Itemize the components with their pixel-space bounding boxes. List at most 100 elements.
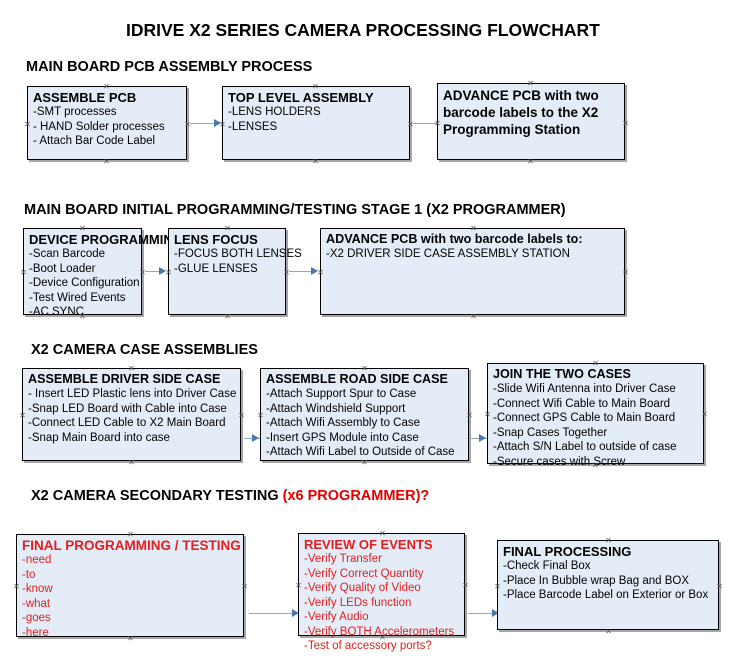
box-title: ADVANCE PCB with two barcode labels to: — [326, 232, 583, 246]
box-line-overflow: -Test of accessory ports? — [304, 640, 432, 652]
process-box-review-of-events[interactable]: REVIEW OF EVENTS -Verify Transfer -Verif… — [295, 530, 465, 652]
connector-arrow-line — [468, 613, 496, 614]
handle-top[interactable] — [128, 365, 135, 372]
handle-bottom[interactable] — [592, 462, 599, 469]
box-content: ASSEMBLE PCB -SMT processes - HAND Solde… — [33, 90, 184, 149]
box-line: -Verify Audio — [304, 611, 369, 623]
box-line: -what — [22, 597, 51, 610]
handle-top[interactable] — [470, 225, 477, 232]
box-line: -Snap LED Board with Cable into Case — [28, 402, 227, 415]
box-line: -Verify LEDs function — [304, 596, 412, 609]
handle-bottom[interactable] — [224, 313, 231, 320]
handle-left[interactable] — [484, 411, 491, 418]
box-title: TOP LEVEL ASSEMBLY — [228, 90, 374, 105]
box-line: - HAND Solder processes — [33, 120, 165, 133]
handle-top[interactable] — [127, 531, 134, 538]
process-box-top-level-assembly[interactable]: TOP LEVEL ASSEMBLY -LENS HOLDERS -LENSES — [222, 86, 410, 160]
box-title: FINAL PROGRAMMING / TESTING — [22, 538, 241, 553]
handle-left[interactable] — [19, 412, 26, 419]
box-line: -Attach Wifi Assembly to Case — [266, 417, 421, 429]
process-box-lens-focus[interactable]: LENS FOCUS -FOCUS BOTH LENSES -GLUE LENS… — [165, 225, 302, 315]
box-title: FINAL PROCESSING — [503, 544, 632, 559]
handle-top[interactable] — [592, 360, 599, 367]
handle-bottom[interactable] — [127, 635, 134, 642]
handle-left[interactable] — [295, 582, 302, 589]
box-line: -Place In Bubble wrap Bag and BOX — [503, 574, 690, 587]
handle-right[interactable] — [462, 582, 469, 589]
handle-right[interactable] — [241, 583, 248, 590]
section-heading-x2-camera-case-assemblies: X2 CAMERA CASE ASSEMBLIES — [31, 342, 258, 358]
connector-arrow-head — [159, 267, 166, 275]
handle-top[interactable] — [605, 537, 612, 544]
box-line: -Verify Quality of Video — [304, 582, 421, 594]
handle-right[interactable] — [622, 269, 629, 276]
handle-top[interactable] — [79, 225, 86, 232]
box-title: ADVANCE PCB with two barcode labels to t… — [443, 88, 599, 137]
process-box-advance-pcb-programming-station[interactable]: ADVANCE PCB with two barcode labels to t… — [437, 83, 625, 160]
handle-right[interactable] — [238, 412, 245, 419]
box-title: JOIN THE TWO CASES — [493, 367, 631, 381]
process-box-final-programming-testing[interactable]: FINAL PROGRAMMING / TESTING -need -to -k… — [13, 531, 244, 640]
handle-right[interactable] — [466, 412, 473, 419]
handle-top[interactable] — [379, 530, 386, 537]
box-title: ASSEMBLE DRIVER SIDE CASE — [28, 372, 221, 386]
box-content: ADVANCE PCB with two barcode labels to t… — [443, 87, 622, 138]
handle-bottom[interactable] — [605, 628, 612, 635]
section-heading-text: X2 CAMERA SECONDARY TESTING — [31, 488, 283, 504]
connector-arrow-head — [292, 609, 299, 617]
handle-left[interactable] — [24, 121, 31, 128]
process-box-assemble-road-side-case[interactable]: ASSEMBLE ROAD SIDE CASE -Attach Support … — [260, 368, 469, 461]
handle-bottom[interactable] — [128, 459, 135, 466]
handle-right[interactable] — [716, 583, 723, 590]
handle-left[interactable] — [13, 583, 20, 590]
handle-bottom[interactable] — [379, 634, 386, 641]
handle-right[interactable] — [701, 411, 708, 418]
handle-left[interactable] — [257, 412, 264, 419]
connector-arrow-head — [492, 609, 499, 617]
handle-bottom[interactable] — [312, 158, 319, 165]
handle-left[interactable] — [165, 269, 172, 276]
box-content: ADVANCE PCB with two barcode labels to: … — [326, 232, 622, 262]
connector-arrow-head — [252, 434, 259, 442]
box-line: -FOCUS BOTH LENSES — [174, 248, 302, 260]
process-box-advance-pcb-driver-side-case[interactable]: ADVANCE PCB with two barcode labels to: … — [320, 228, 625, 315]
process-box-device-programming[interactable]: DEVICE PROGRAMMING -Scan Barcode -Boot L… — [20, 225, 183, 318]
handle-left[interactable] — [20, 269, 27, 276]
handle-bottom[interactable] — [103, 158, 110, 165]
box-content: FINAL PROGRAMMING / TESTING -need -to -k… — [22, 538, 241, 640]
handle-left[interactable] — [434, 120, 441, 127]
handle-top[interactable] — [224, 225, 231, 232]
box-line: -LENSES — [228, 120, 278, 133]
handle-left[interactable] — [219, 121, 226, 128]
handle-left[interactable] — [494, 583, 501, 590]
handle-top[interactable] — [361, 365, 368, 372]
handle-left[interactable] — [317, 269, 324, 276]
connector-arrow-head — [311, 267, 318, 275]
handle-bottom[interactable] — [527, 158, 534, 165]
box-line: - Attach Bar Code Label — [33, 135, 156, 147]
handle-top[interactable] — [103, 83, 110, 90]
box-line: -goes — [22, 612, 51, 624]
box-line: -Connect Wifi Cable to Main Board — [493, 397, 671, 410]
handle-right[interactable] — [622, 120, 629, 127]
connector-arrow-line — [413, 123, 439, 124]
process-box-join-the-two-cases[interactable]: JOIN THE TWO CASES -Slide Wifi Antenna i… — [484, 360, 704, 468]
handle-bottom[interactable] — [79, 313, 86, 320]
box-line: -Insert GPS Module into Case — [266, 431, 419, 444]
box-content: TOP LEVEL ASSEMBLY -LENS HOLDERS -LENSES — [228, 90, 407, 134]
box-content: JOIN THE TWO CASES -Slide Wifi Antenna i… — [493, 367, 701, 469]
handle-top[interactable] — [312, 83, 319, 90]
box-line: -need — [22, 554, 52, 566]
handle-top[interactable] — [527, 80, 534, 87]
process-box-assemble-driver-side-case[interactable]: ASSEMBLE DRIVER SIDE CASE - Insert LED P… — [22, 368, 241, 461]
connector-arrow-head — [214, 119, 221, 127]
handle-bottom[interactable] — [361, 459, 368, 466]
process-box-final-processing[interactable]: FINAL PROCESSING -Check Final Box -Place… — [497, 540, 719, 630]
process-box-assemble-pcb[interactable]: ASSEMBLE PCB -SMT processes - HAND Solde… — [27, 86, 187, 160]
box-line: - Insert LED Plastic lens into Driver Ca… — [28, 388, 237, 400]
box-title: ASSEMBLE PCB — [33, 90, 137, 105]
box-line: -Verify Correct Quantity — [304, 567, 424, 580]
handle-bottom[interactable] — [470, 313, 477, 320]
box-line: -Test Wired Events — [29, 291, 126, 304]
